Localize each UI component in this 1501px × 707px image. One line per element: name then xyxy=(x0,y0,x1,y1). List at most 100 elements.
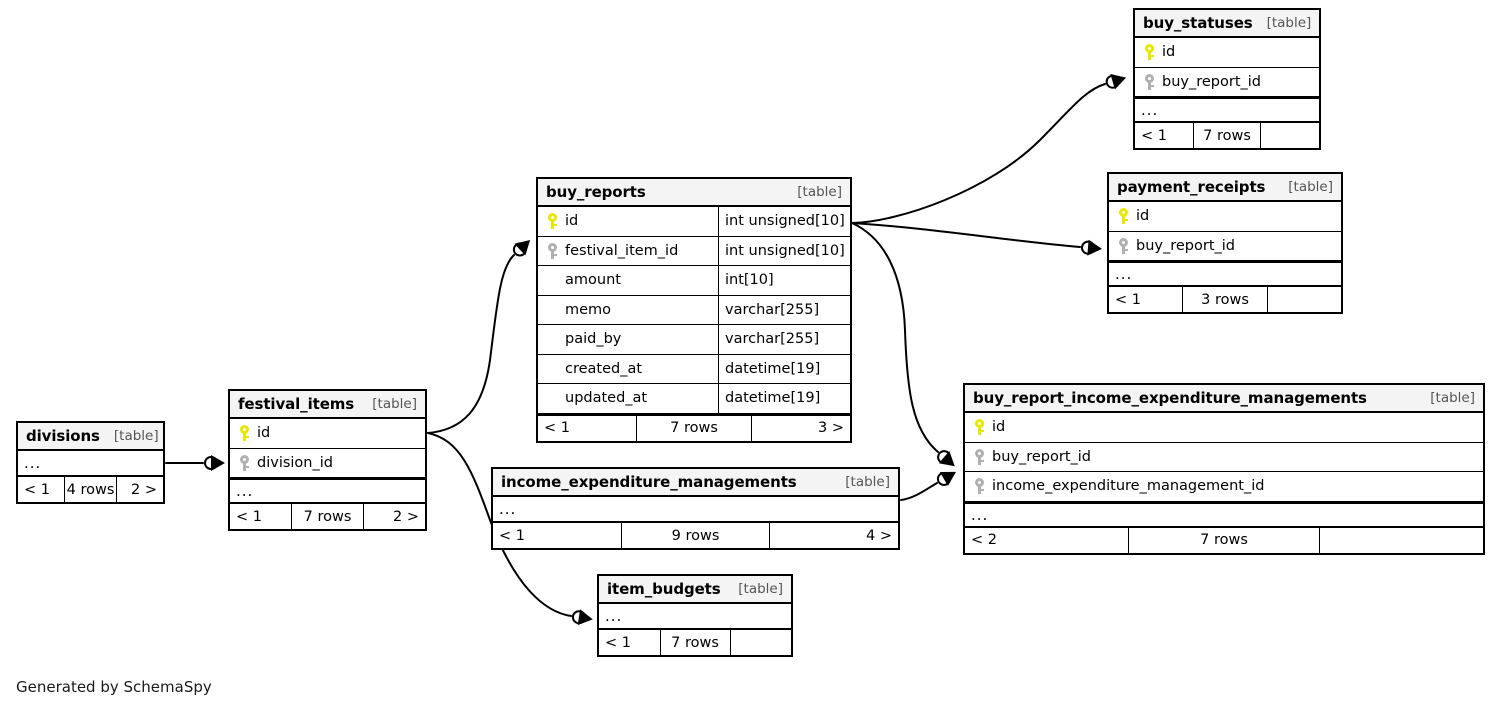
crows-foot-marker xyxy=(577,609,593,626)
table-node-income_expenditure_managements[interactable]: income_expenditure_managements[table]...… xyxy=(491,467,900,550)
footer-next-page[interactable]: 4 > xyxy=(866,527,893,544)
column-name-cell: id xyxy=(538,207,718,236)
table-name: festival_items xyxy=(238,395,355,413)
relationship-edge xyxy=(851,222,1081,248)
footer-next-page[interactable] xyxy=(1268,287,1341,312)
footer-row-count: 7 rows xyxy=(1192,123,1261,148)
column-type-cell: int[10] xyxy=(718,266,850,295)
column-name-cell: amount xyxy=(538,266,718,295)
column-type-cell: varchar[255] xyxy=(718,295,850,324)
table-header-buy_statuses: buy_statuses[table] xyxy=(1135,10,1319,38)
column-name-label: income_expenditure_management_id xyxy=(992,478,1265,495)
more-columns-ellipsis: ... xyxy=(965,501,1483,528)
footer-separator xyxy=(538,413,850,416)
table-name: buy_reports xyxy=(546,183,646,201)
more-columns-ellipsis: ... xyxy=(1135,97,1319,123)
table-type-tag: [table] xyxy=(845,474,890,490)
column-name-cell: created_at xyxy=(538,355,718,384)
table-type-tag: [table] xyxy=(1430,390,1475,406)
primary-key-icon xyxy=(1143,43,1156,61)
footer-next-page[interactable]: 2 > xyxy=(393,508,419,525)
column-row[interactable]: buy_report_id xyxy=(1135,67,1319,97)
footer-prev-page[interactable]: < 1 xyxy=(236,508,262,525)
column-row[interactable]: id xyxy=(965,413,1483,443)
foreign-key-icon xyxy=(546,242,559,260)
crows-foot-marker xyxy=(1087,239,1102,256)
column-name-label: division_id xyxy=(257,454,333,471)
footer-prev-page[interactable]: < 1 xyxy=(1141,127,1167,144)
column-name-cell: id xyxy=(1135,38,1319,67)
more-columns-ellipsis: ... xyxy=(1109,261,1341,287)
more-columns-ellipsis: ... xyxy=(599,604,791,630)
column-name-cell: id xyxy=(965,413,1483,442)
footer-prev-page[interactable]: < 1 xyxy=(1115,291,1141,308)
column-row[interactable]: income_expenditure_management_id xyxy=(965,472,1483,502)
crows-foot-marker xyxy=(939,471,957,486)
column-type-cell: int unsigned[10] xyxy=(718,236,850,265)
footer-prev-page[interactable]: < 1 xyxy=(605,634,631,651)
column-name-cell: paid_by xyxy=(538,325,718,354)
column-name-label: memo xyxy=(565,301,612,318)
column-row[interactable]: festival_item_id int unsigned[10] xyxy=(538,236,850,266)
column-row[interactable]: amount int[10] xyxy=(538,266,850,296)
footer-next-page[interactable]: 2 > xyxy=(131,481,157,498)
crows-foot-marker xyxy=(938,451,955,467)
cardinality-zero-marker xyxy=(1105,74,1120,89)
column-row[interactable]: memo varchar[255] xyxy=(538,295,850,325)
column-type-cell: datetime[19] xyxy=(718,354,850,383)
column-row[interactable]: buy_report_id xyxy=(965,442,1483,472)
more-columns-ellipsis: ... xyxy=(230,478,425,504)
crows-foot-marker xyxy=(514,240,531,256)
primary-key-icon xyxy=(1117,207,1130,225)
column-row[interactable]: id xyxy=(1109,202,1341,232)
column-name-label: buy_report_id xyxy=(1162,73,1261,90)
primary-key-icon xyxy=(973,418,986,436)
relationship-edge xyxy=(427,254,515,434)
table-header-buy_report_income_expenditure_managements: buy_report_income_expenditure_management… xyxy=(965,385,1483,413)
footer-prev-page[interactable]: < 1 xyxy=(544,420,570,436)
column-row[interactable]: id xyxy=(1135,38,1319,68)
footer-prev-page[interactable]: < 1 xyxy=(499,527,525,544)
footer-row-count: 4 rows xyxy=(63,477,118,502)
table-name: income_expenditure_managements xyxy=(501,473,797,491)
footer-next-page[interactable] xyxy=(1320,528,1483,553)
column-name-cell: id xyxy=(230,419,425,448)
column-name-label: id xyxy=(1162,44,1176,61)
column-name-label: festival_item_id xyxy=(565,242,679,259)
more-columns-ellipsis: ... xyxy=(18,451,163,477)
table-type-tag: [table] xyxy=(113,428,159,444)
cardinality-zero-marker xyxy=(936,471,951,486)
column-type-cell: datetime[19] xyxy=(718,384,850,413)
table-node-buy_report_income_expenditure_managements[interactable]: buy_report_income_expenditure_management… xyxy=(963,383,1485,555)
column-row[interactable]: division_id xyxy=(230,448,425,478)
column-row[interactable]: id xyxy=(230,419,425,449)
foreign-key-icon xyxy=(1143,73,1156,91)
table-footer-payment_receipts: < 1 3 rows xyxy=(1109,287,1341,312)
footer-row-count: 3 rows xyxy=(1182,287,1268,312)
footer-row-count: 7 rows xyxy=(636,415,752,441)
column-type-cell: varchar[255] xyxy=(718,325,850,354)
footer-next-page[interactable] xyxy=(731,630,792,655)
footer-next-page[interactable]: 3 > xyxy=(818,420,844,436)
column-name-label: buy_report_id xyxy=(992,448,1091,465)
cardinality-zero-marker xyxy=(937,450,952,465)
footer-prev-page[interactable]: < 2 xyxy=(971,532,997,548)
table-footer-buy_statuses: < 1 7 rows xyxy=(1135,123,1319,148)
column-name-label: amount xyxy=(565,272,621,289)
column-name-cell: festival_item_id xyxy=(538,237,718,266)
column-row[interactable]: buy_report_id xyxy=(1109,231,1341,261)
column-name-cell: memo xyxy=(538,296,718,325)
footer-prev-page[interactable]: < 1 xyxy=(24,481,50,498)
footer-next-page[interactable] xyxy=(1261,123,1319,148)
